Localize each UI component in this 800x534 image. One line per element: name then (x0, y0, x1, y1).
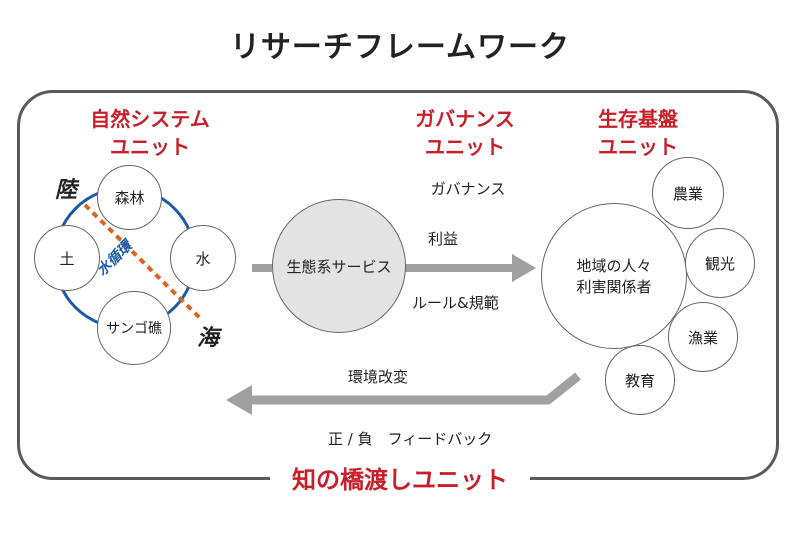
local-people-line1: 地域の人々 (576, 257, 652, 275)
sea-label: 海 (197, 326, 220, 351)
benefit-label: 利益 (428, 230, 459, 248)
natural-unit-title: 自然システム ユニット (60, 105, 240, 161)
forest-node: 森林 (97, 165, 162, 230)
governance-unit-title-line1: ガバナンス (415, 107, 515, 131)
natural-unit-title-line2: ユニット (110, 135, 190, 159)
rules-label: ルール&規範 (412, 294, 499, 312)
water-node: 水 (170, 225, 236, 291)
feedback-arrow-head (226, 385, 252, 415)
agriculture-node: 農業 (652, 157, 724, 229)
governance-unit-title-line2: ユニット (425, 135, 505, 159)
livelihood-unit-title: 生存基盤 ユニット (548, 105, 728, 161)
education-node: 教育 (605, 345, 675, 415)
local-people-line2: 利害関係者 (576, 278, 652, 296)
land-sea-divider (83, 203, 202, 320)
natural-unit-title-line1: 自然システム (90, 107, 210, 131)
ecosystem-services-node: 生態系サービス (272, 199, 406, 333)
livelihood-unit-title-line2: ユニット (598, 135, 678, 159)
land-label: 陸 (55, 178, 78, 203)
feedback-label: 正 / 負 フィードバック (328, 430, 493, 448)
bridge-unit-label: 知の橋渡しユニット (270, 460, 530, 500)
tourism-node: 観光 (685, 228, 755, 298)
forward-arrow-head (512, 254, 536, 282)
env-change-label: 環境改変 (348, 368, 409, 386)
governance-label: ガバナンス (430, 180, 506, 198)
fishery-node: 漁業 (668, 302, 738, 372)
feedback-arrow-shaft (248, 372, 581, 405)
page-title: リサーチフレームワーク (229, 30, 571, 65)
soil-node: 土 (34, 225, 100, 291)
coral-reef-node: サンゴ礁 (97, 291, 171, 365)
local-people-node: 地域の人々 利害関係者 (541, 203, 687, 349)
governance-unit-title: ガバナンス ユニット (375, 105, 555, 161)
livelihood-unit-title-line1: 生存基盤 (598, 107, 678, 131)
